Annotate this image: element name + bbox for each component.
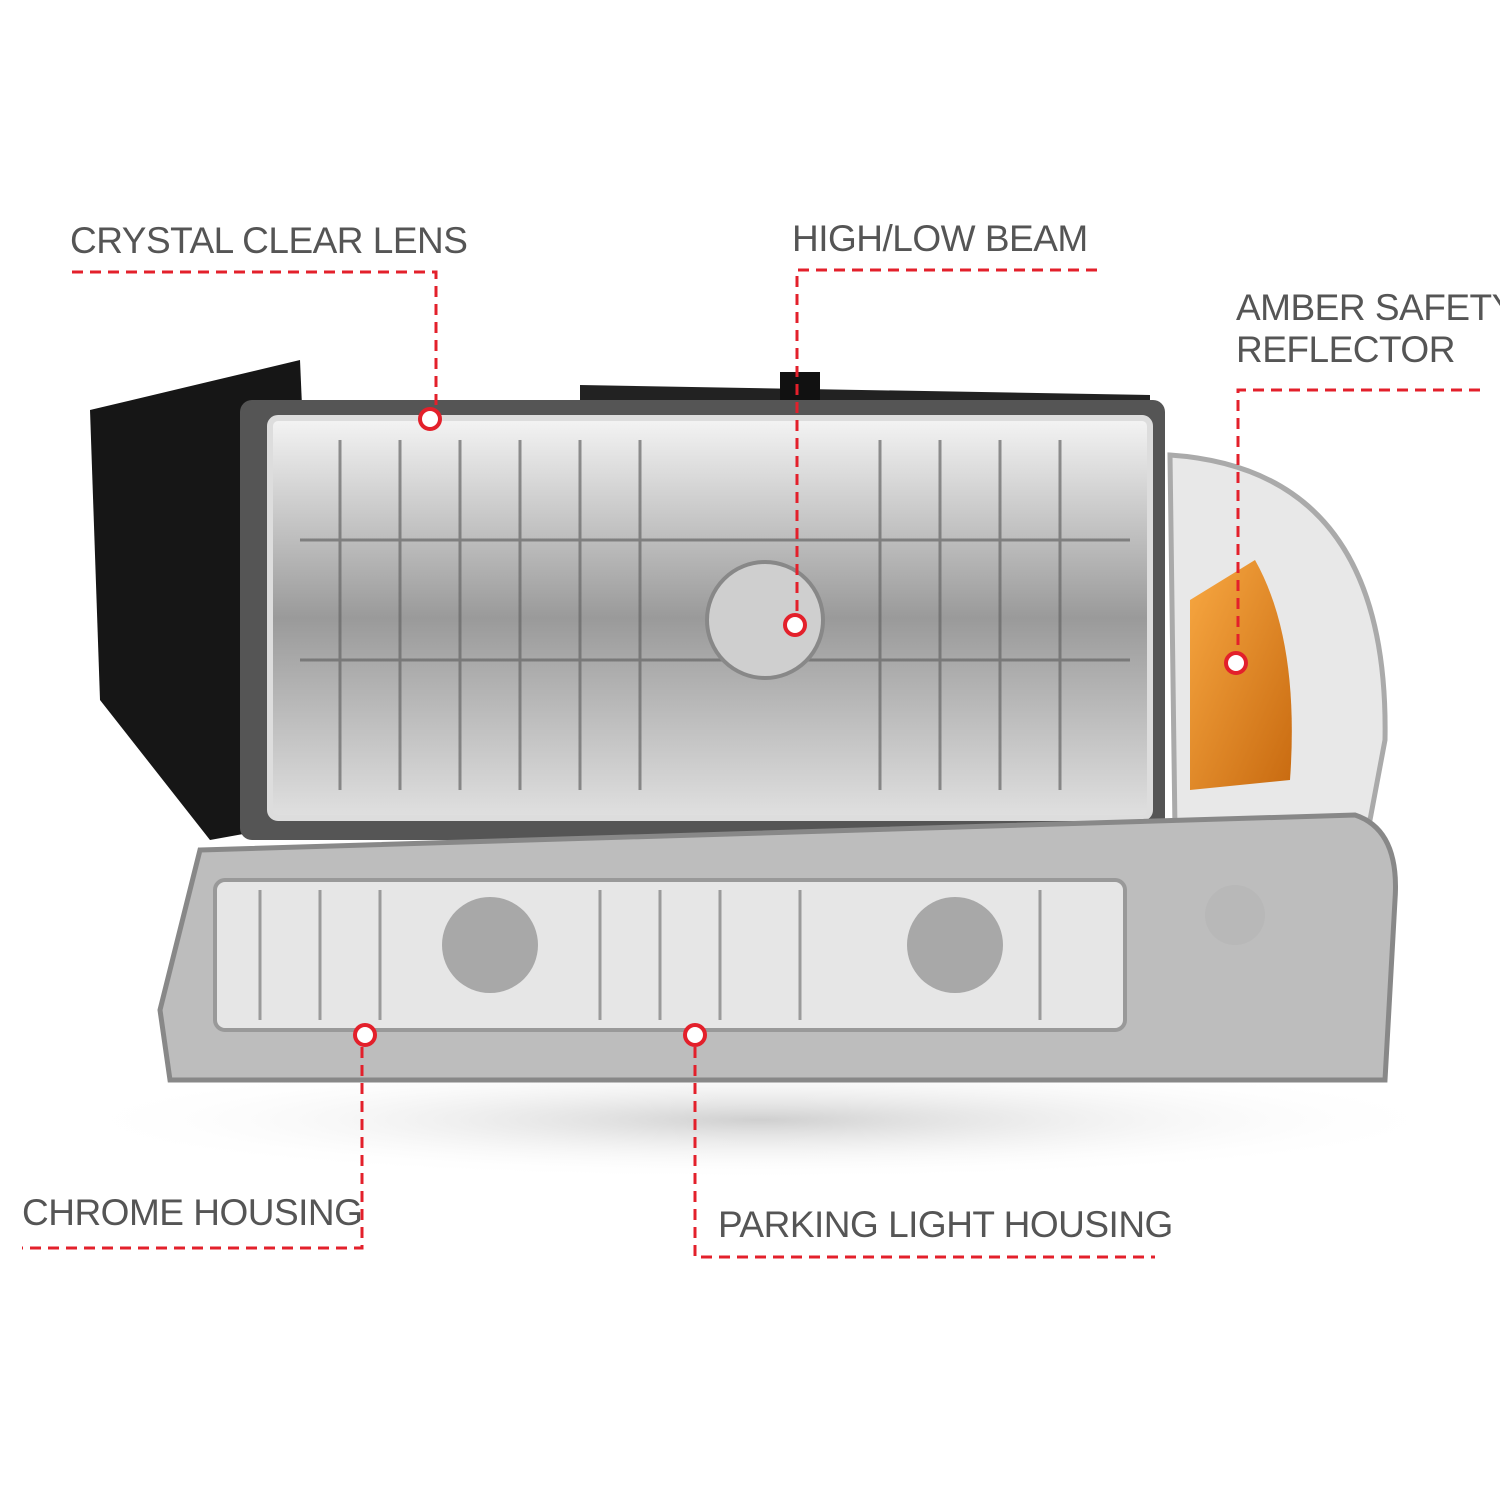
- marker-dot-amber-reflector: [1224, 651, 1248, 675]
- reflector-ribs: [300, 440, 1130, 790]
- callout-amber-line1: AMBER SAFETY: [1236, 287, 1500, 328]
- callout-amber-line2: REFLECTOR: [1236, 329, 1455, 370]
- callout-chrome-housing: CHROME HOUSING: [22, 1192, 363, 1233]
- callout-crystal-clear-lens: CRYSTAL CLEAR LENS: [70, 220, 468, 261]
- parking-bulb-1: [442, 897, 538, 993]
- leader-high-low-beam: [795, 268, 1097, 613]
- floor-shadow: [60, 1060, 1460, 1180]
- leader-chrome-housing: [22, 1047, 364, 1250]
- marker-dot-high-low-beam: [783, 613, 807, 637]
- amber-reflector: [1190, 560, 1292, 790]
- bulb: [705, 560, 825, 680]
- callout-parking-light-housing: PARKING LIGHT HOUSING: [718, 1204, 1173, 1245]
- marker-dot-chrome-housing: [353, 1023, 377, 1047]
- parking-light-lens: [213, 878, 1127, 1032]
- leader-crystal-clear-lens: [72, 270, 438, 408]
- marker-dot-parking-light-housing: [683, 1023, 707, 1047]
- callout-high-low-beam: HIGH/LOW BEAM: [792, 218, 1088, 259]
- leader-amber-safety-reflector: [1236, 388, 1480, 651]
- parking-ribs: [258, 890, 1042, 1020]
- side-marker-bulb: [1205, 885, 1265, 945]
- parking-bulb-2: [907, 897, 1003, 993]
- marker-dot-crystal-clear-lens: [418, 407, 442, 431]
